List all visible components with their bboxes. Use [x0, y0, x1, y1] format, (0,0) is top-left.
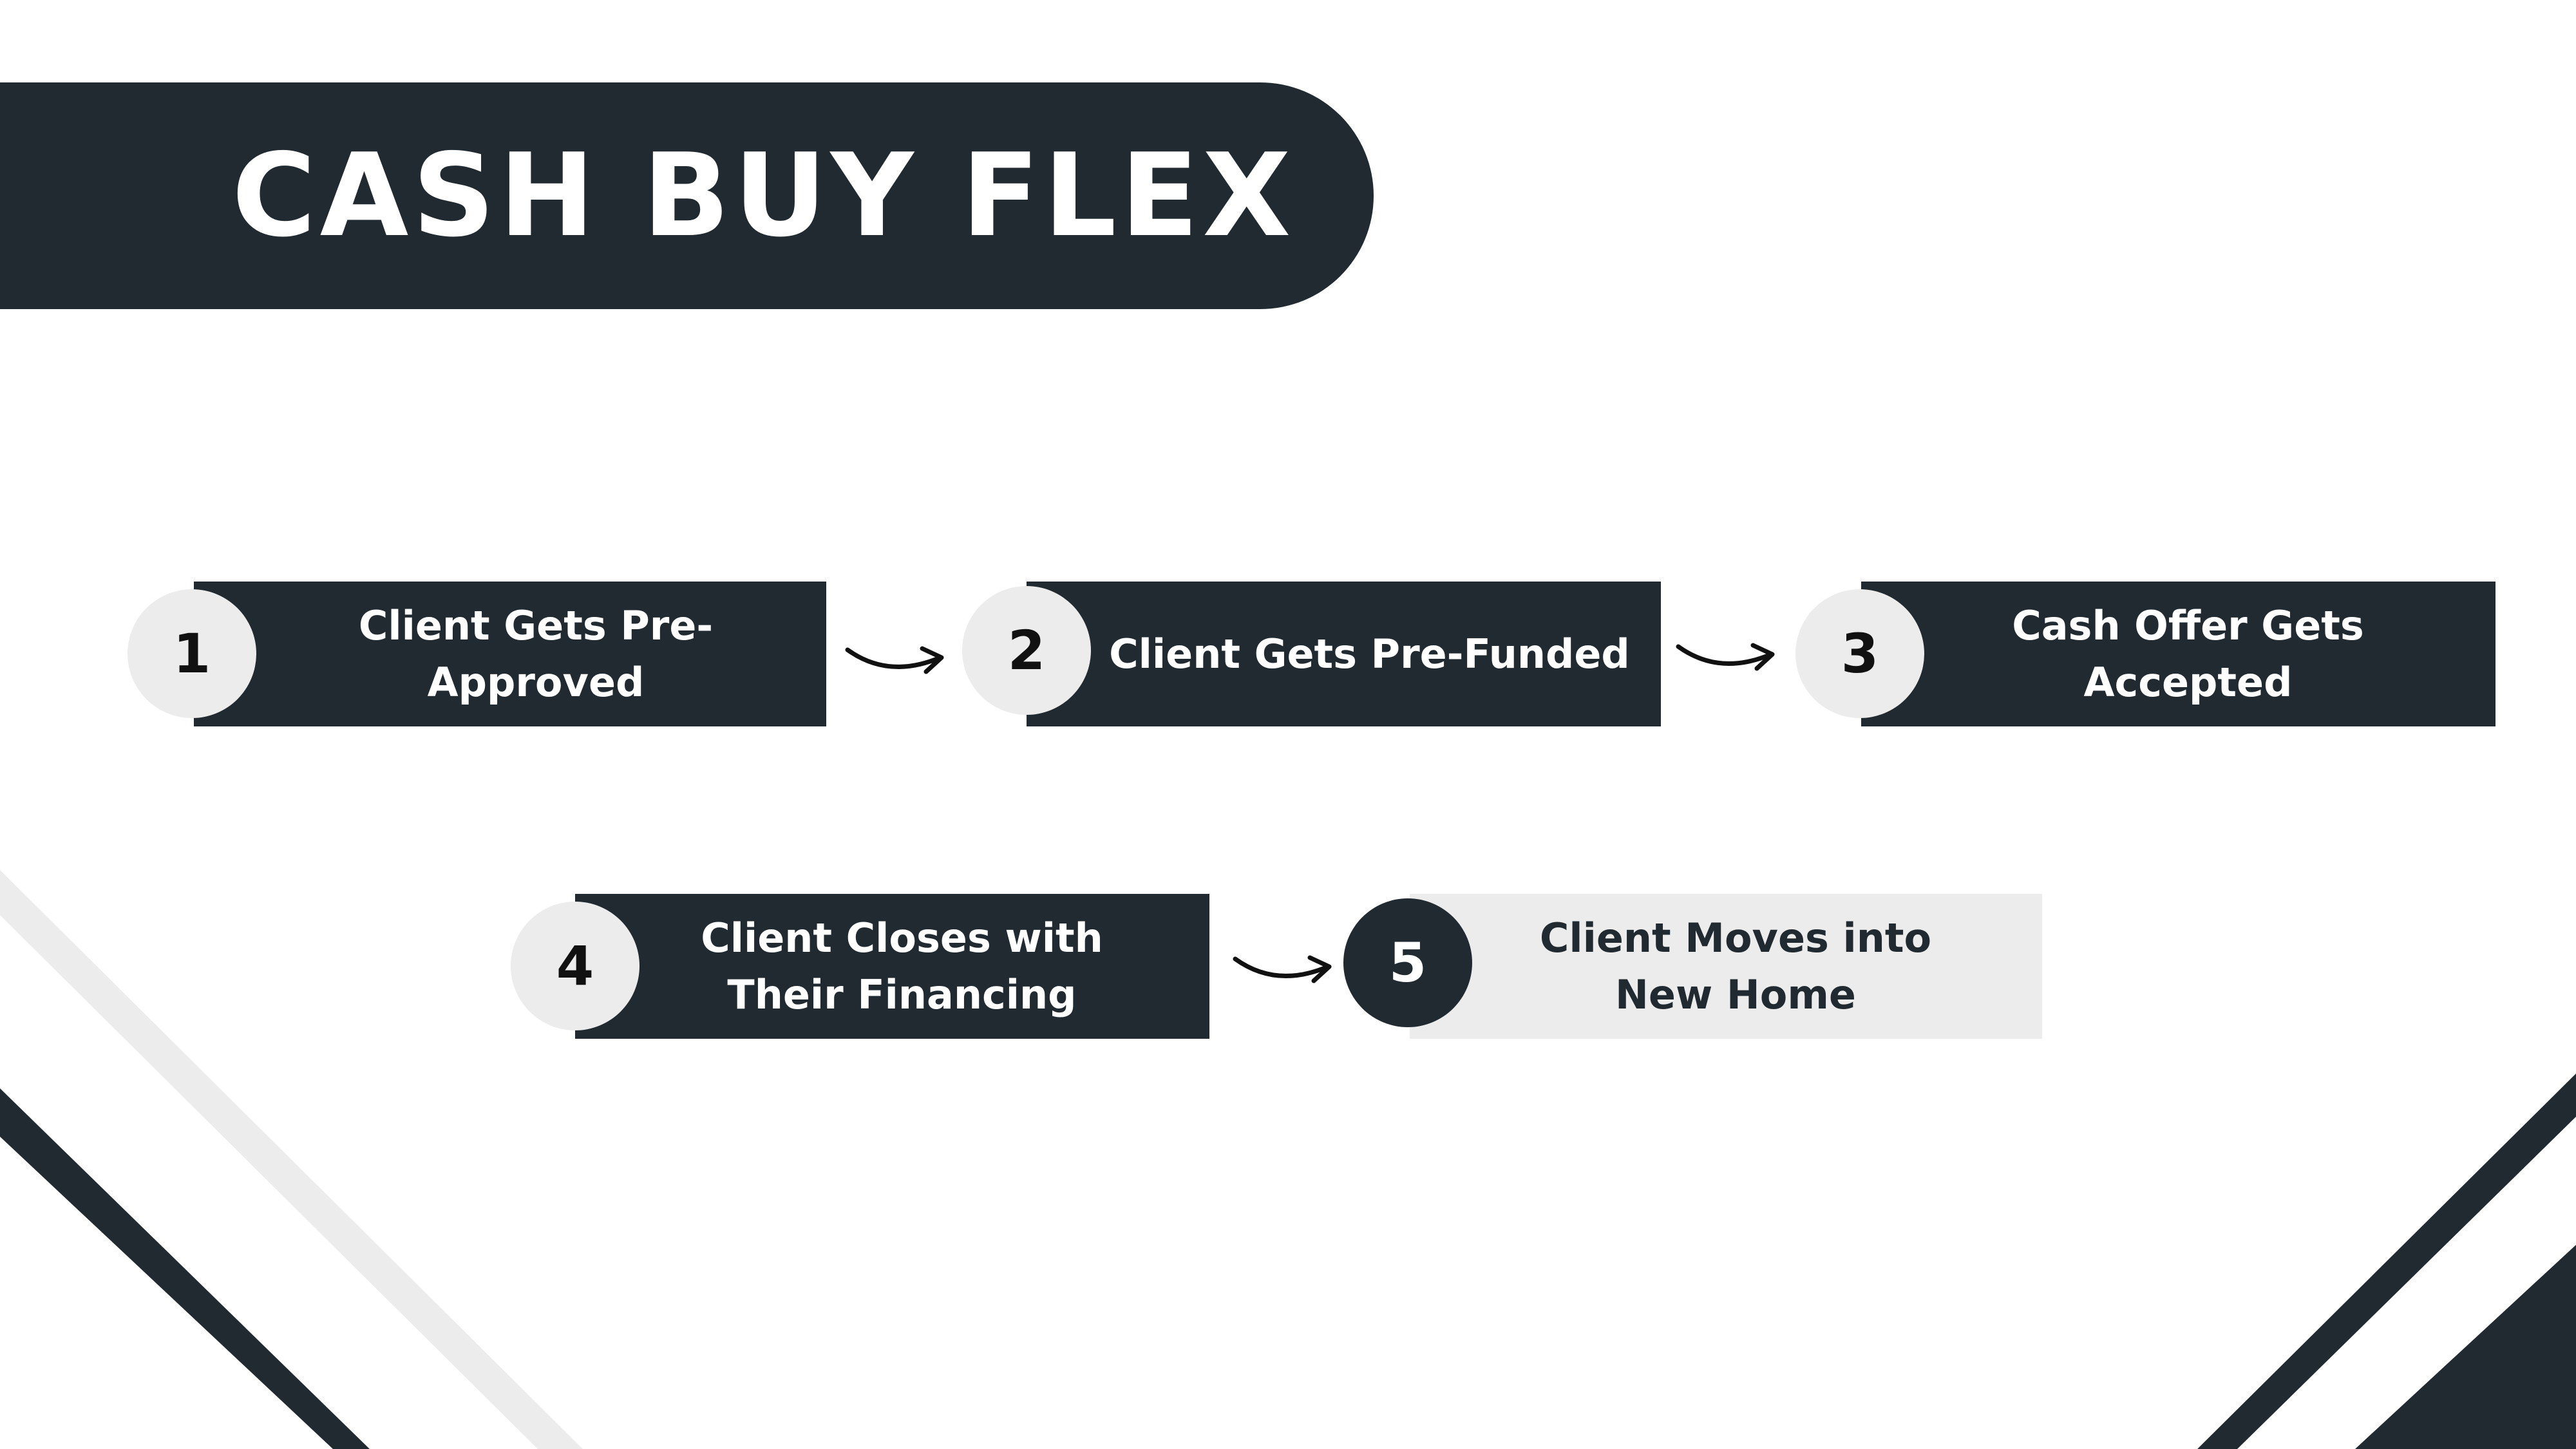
step-3-badge: 3 — [1795, 589, 1924, 718]
step-4-label: Client Closes with Their Financing — [701, 914, 1103, 1018]
arrow-icon — [1233, 955, 1332, 983]
step-1-label: Client Gets Pre-Approved — [358, 601, 714, 706]
step-2-number: 2 — [1007, 619, 1046, 682]
step-2-badge: 2 — [962, 586, 1091, 715]
step-1-badge: 1 — [128, 589, 256, 718]
step-1-number: 1 — [173, 622, 211, 685]
right-dark-stripe — [2197, 1074, 2576, 1449]
step-5-label: Client Moves into New Home — [1539, 914, 1932, 1018]
step-1-box: Client Gets Pre-Approved — [194, 582, 826, 726]
step-3-box: Cash Offer Gets Accepted — [1861, 582, 2496, 726]
arrow-icon — [845, 646, 944, 674]
title-banner: CASH BUY FLEX — [0, 82, 1374, 309]
arrow-icon — [1676, 643, 1775, 671]
step-3-label: Cash Offer Gets Accepted — [2012, 601, 2364, 706]
step-4-box: Client Closes with Their Financing — [575, 894, 1209, 1039]
right-dark-triangle — [2355, 1245, 2576, 1449]
step-4-number: 4 — [556, 934, 594, 998]
step-5-number: 5 — [1388, 931, 1427, 994]
step-4-badge: 4 — [511, 902, 639, 1030]
step-2-label: Client Gets Pre-Funded — [1109, 630, 1630, 677]
page-title: CASH BUY FLEX — [232, 129, 1295, 262]
left-dark-stripe — [0, 1088, 370, 1449]
left-light-stripe — [0, 870, 583, 1449]
step-5-badge: 5 — [1343, 898, 1472, 1027]
step-5-box: Client Moves into New Home — [1410, 894, 2042, 1039]
step-3-number: 3 — [1841, 622, 1879, 685]
step-2-box: Client Gets Pre-Funded — [1027, 582, 1661, 726]
